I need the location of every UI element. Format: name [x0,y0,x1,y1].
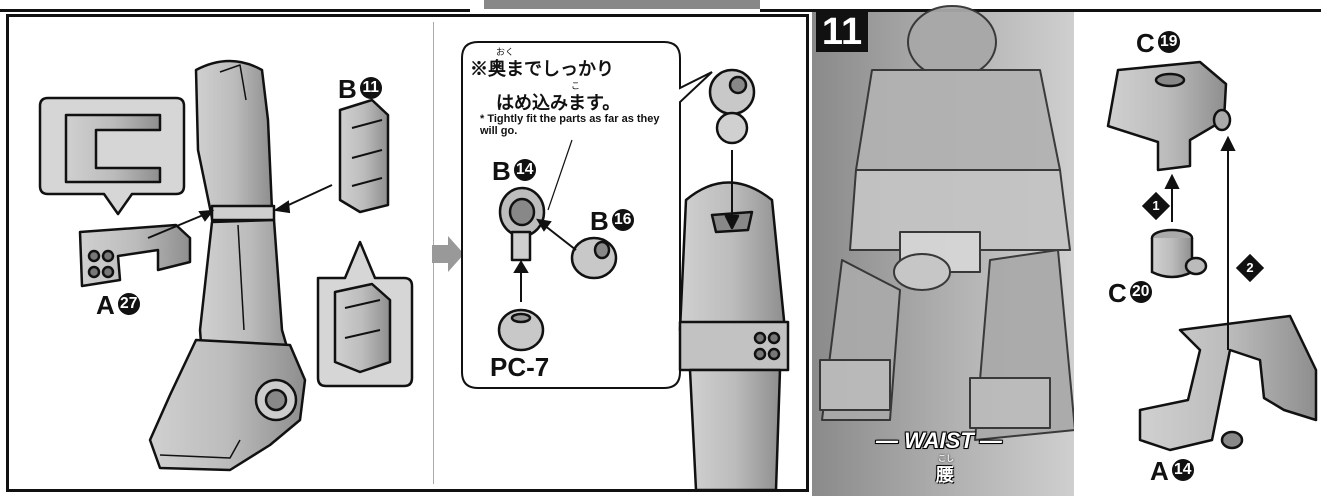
thigh-detail-shape [678,68,790,492]
right-arrows [1164,135,1236,350]
note-jp-line1: ※奥までしっかり [470,59,614,79]
part-c19-shape [1106,60,1232,172]
top-strip-right [760,0,1321,12]
middle-arrows [513,139,577,302]
left-instruction-panel [6,14,809,492]
note-en: * Tightly fit the parts as far as they w… [480,113,660,137]
step-name-jp: 腰 [936,465,954,485]
step-name-jp-ruby: こし [938,454,954,463]
part-b11-shape [338,98,390,214]
part-a27-shape [78,223,192,288]
note-ruby: おく [496,47,515,57]
next-step-arrow [432,236,464,272]
leg-part [148,59,307,472]
callout-b11 [316,240,414,388]
part-a14-shape [1138,314,1318,452]
detail-bubble [461,41,713,389]
b14-part-shape [498,186,546,262]
part-c20-shape [1150,228,1208,279]
note-jp-line2: はめ込みます。 [496,93,621,113]
step-number: 11 [816,12,868,52]
b16-part-shape [570,236,618,280]
callout-a27 [38,96,186,216]
note-ruby2: こ [571,81,581,91]
pc7-part-shape [497,308,545,352]
top-strip-middle [484,0,760,9]
label-pc7: PC-7 [490,352,550,382]
order-marker-1: 1 [1141,191,1171,221]
step-name-en: — WAIST — [876,428,1002,453]
order-marker-2: 2 [1235,253,1265,283]
top-strip-left [0,0,470,12]
assembly-arrows-left [147,184,333,239]
